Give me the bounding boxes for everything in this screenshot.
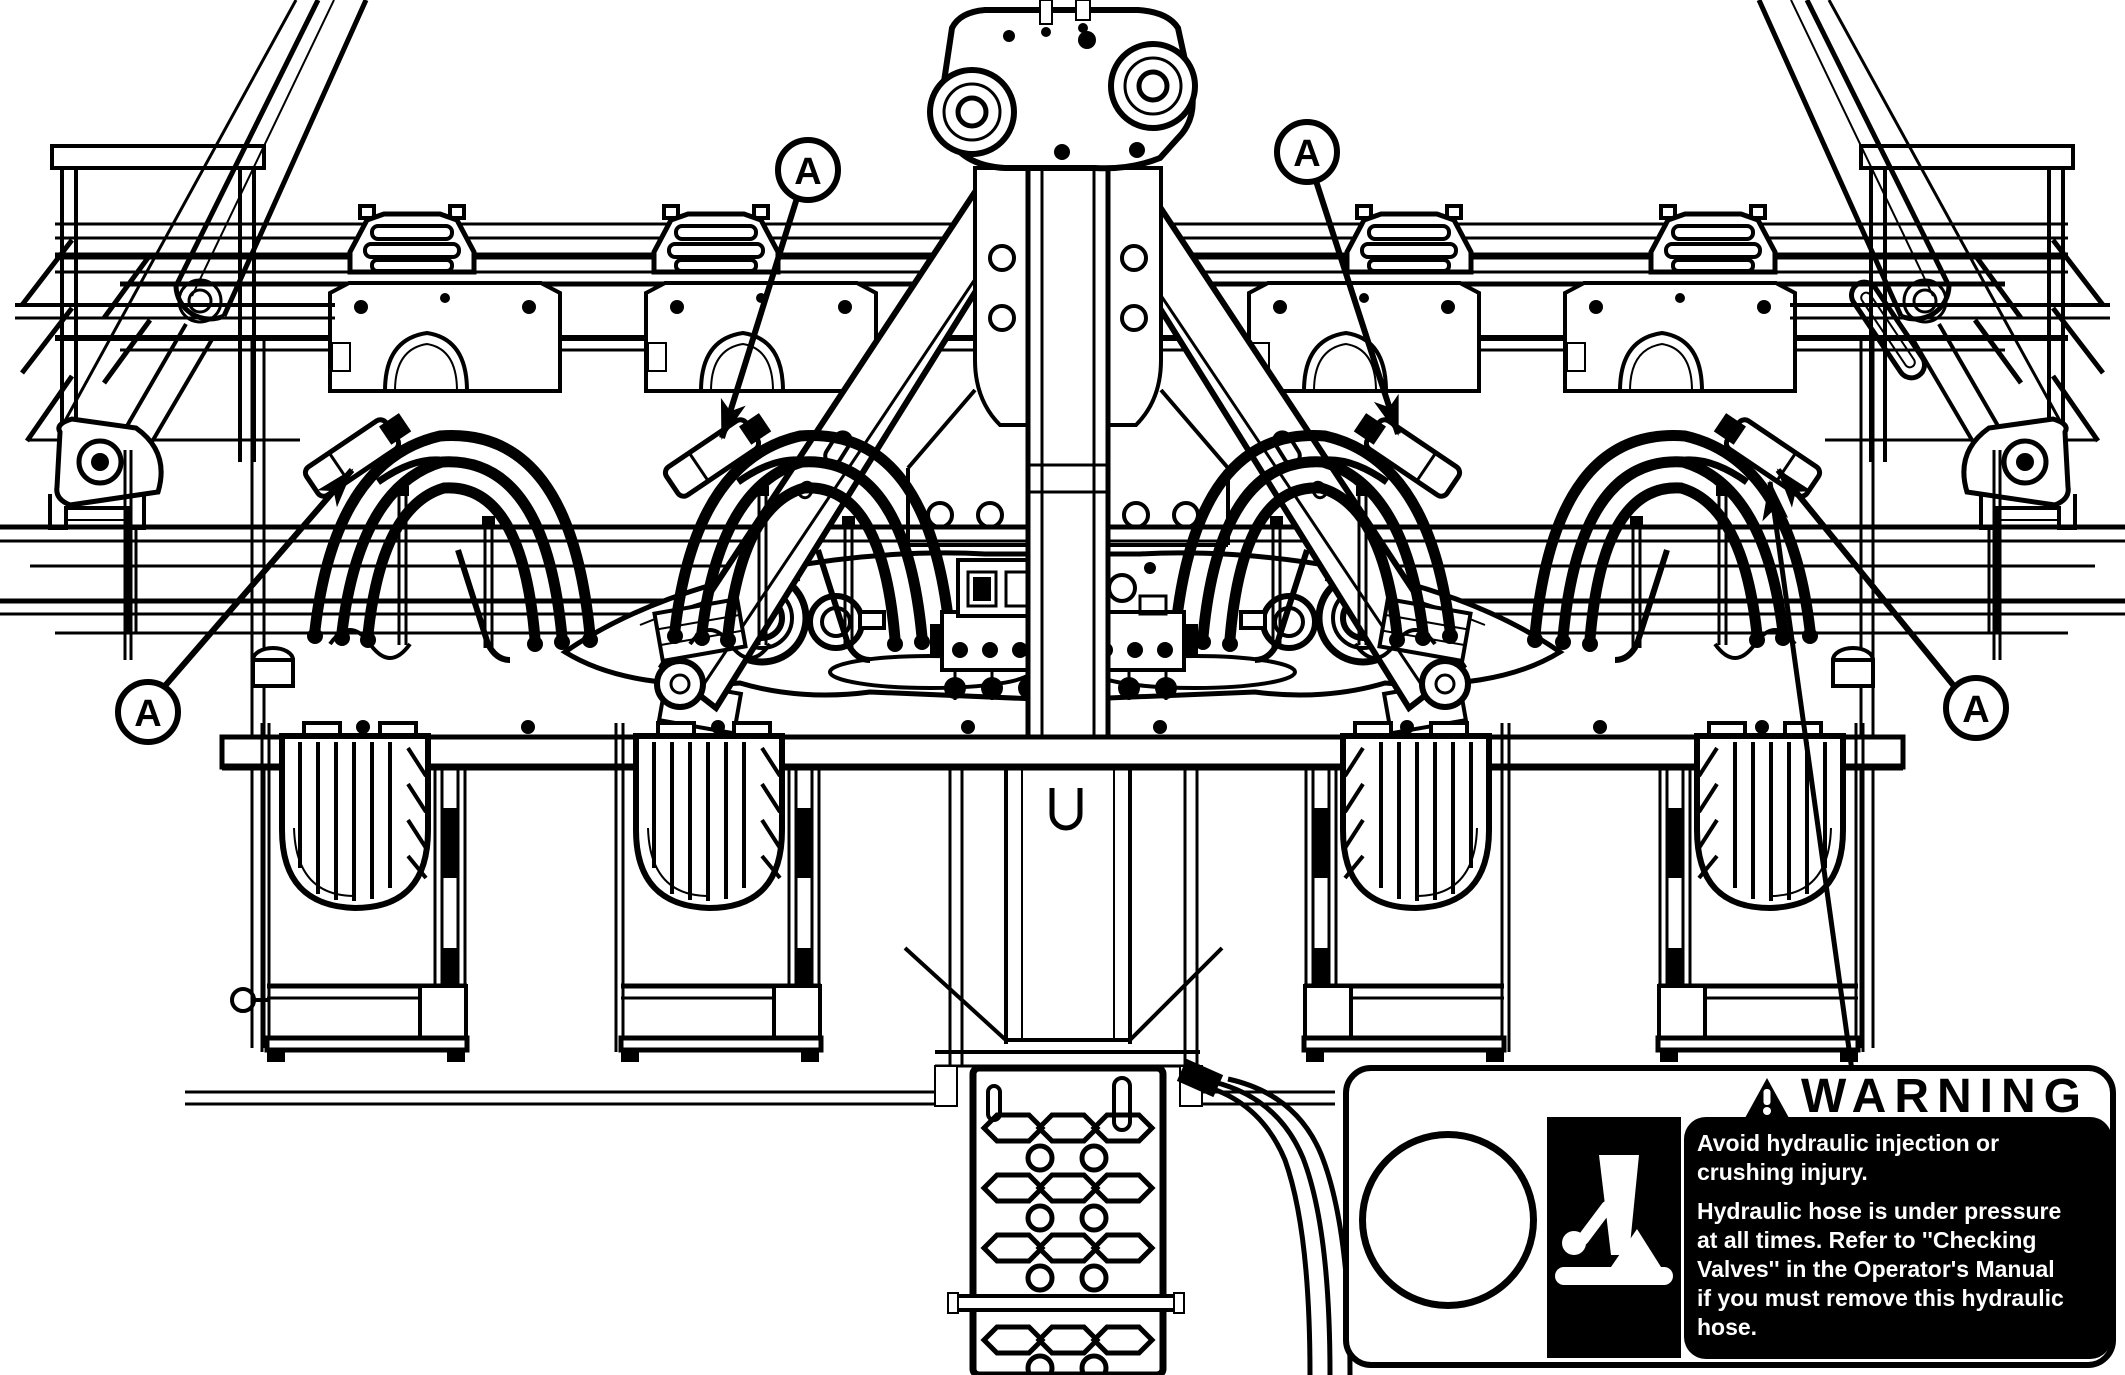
warning-title: WARNING (1801, 1070, 2089, 1123)
hose-ports (944, 642, 1177, 700)
hose-hook (230, 987, 268, 1013)
warning-text-line: Valves'' in the Operator's Manual (1697, 1256, 2055, 1282)
warning-text-line: at all times. Refer to ''Checking (1697, 1227, 2037, 1253)
callout-a-top-right: A (1274, 119, 1340, 185)
warning-label-leader (1762, 480, 1856, 1079)
lower-toolbar (219, 646, 1906, 771)
callout-a-bottom-right: A (1943, 675, 2009, 741)
callout-a-bottom-left: A (115, 679, 181, 745)
warning-text-panel: Avoid hydraulic injection or crushing in… (1684, 1117, 2112, 1359)
warning-text-line: Avoid hydraulic injection or (1697, 1130, 2000, 1156)
right-wing-frame (1790, 144, 2110, 462)
left-wing-frame (15, 144, 335, 462)
warning-text-line: hose. (1697, 1314, 1758, 1340)
rear-hoses (1176, 1058, 1353, 1375)
callout-letter: A (794, 151, 821, 193)
center-mast (906, 0, 1230, 769)
callout-letter: A (1962, 689, 1989, 731)
warning-blank-circle (1359, 1131, 1537, 1309)
warning-text-line: Hydraulic hose is under pressure (1697, 1198, 2062, 1224)
callout-letter: A (134, 693, 161, 735)
callout-letter: A (1293, 133, 1320, 175)
hydraulic-injection-pictogram (1547, 1117, 1681, 1358)
warning-triangle-icon (1745, 1078, 1789, 1118)
warning-text-line: crushing injury. (1697, 1159, 1868, 1185)
left-wing-beam (48, 0, 369, 660)
side-stands (250, 340, 1875, 1048)
leader-lines (161, 180, 1957, 1079)
callout-a-top-left: A (775, 137, 841, 203)
right-wing-beam (1756, 0, 2077, 660)
warning-text-line: if you must remove this hydraulic (1697, 1285, 2064, 1311)
lower-mast-and-step (903, 766, 1353, 1375)
warning-safety-label: WARNING Avoid hydraulic injection or cru… (1343, 1065, 2116, 1368)
